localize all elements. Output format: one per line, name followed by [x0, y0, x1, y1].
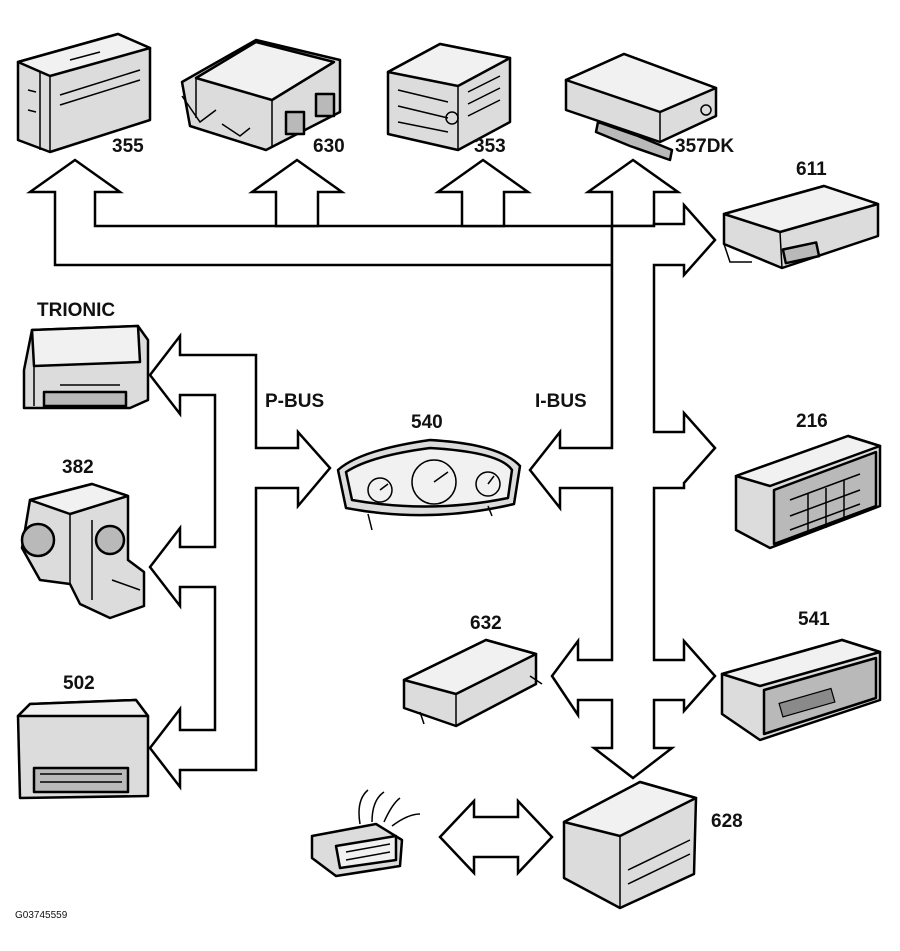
pbus-trunk — [148, 332, 332, 791]
module-630-image — [180, 38, 342, 152]
module-trionic-image — [22, 324, 150, 410]
bus-arrow-357 — [584, 158, 682, 228]
label-632: 632 — [470, 613, 502, 634]
label-628: 628 — [711, 811, 743, 832]
module-541-image — [720, 638, 882, 742]
module-353-image — [386, 42, 512, 152]
module-628-image — [562, 780, 698, 910]
label-630: 630 — [313, 136, 345, 157]
label-382: 382 — [62, 457, 94, 478]
module-216-image — [734, 434, 882, 550]
label-502: 502 — [63, 673, 95, 694]
figure-reference: G03745559 — [15, 910, 68, 921]
bus-arrow-630 — [248, 158, 346, 228]
label-216: 216 — [796, 411, 828, 432]
label-357-number: 357 — [675, 136, 707, 157]
label-357-suffix: DK — [706, 136, 735, 157]
label-pbus: P-BUS — [265, 391, 325, 412]
diagnostic-connector-image — [310, 789, 421, 878]
module-355-image — [16, 32, 152, 154]
label-540: 540 — [411, 412, 443, 433]
bus-arrow-355 — [26, 158, 614, 448]
module-357-image — [564, 52, 718, 162]
label-355: 355 — [112, 136, 144, 157]
module-382-image — [20, 482, 146, 620]
label-353: 353 — [474, 136, 506, 157]
module-502-image — [16, 698, 150, 800]
label-ibus: I-BUS — [535, 391, 587, 412]
module-632-image — [402, 638, 543, 728]
bus-arrow-353 — [434, 158, 532, 228]
label-trionic: TRIONIC — [37, 300, 116, 321]
ibus-trunk — [528, 201, 717, 780]
label-541: 541 — [798, 609, 830, 630]
diag-double-arrow — [438, 797, 554, 877]
module-540-image — [336, 438, 522, 531]
label-611: 611 — [796, 159, 827, 180]
label-357: 357DK — [675, 137, 734, 156]
module-611-image — [722, 184, 880, 270]
